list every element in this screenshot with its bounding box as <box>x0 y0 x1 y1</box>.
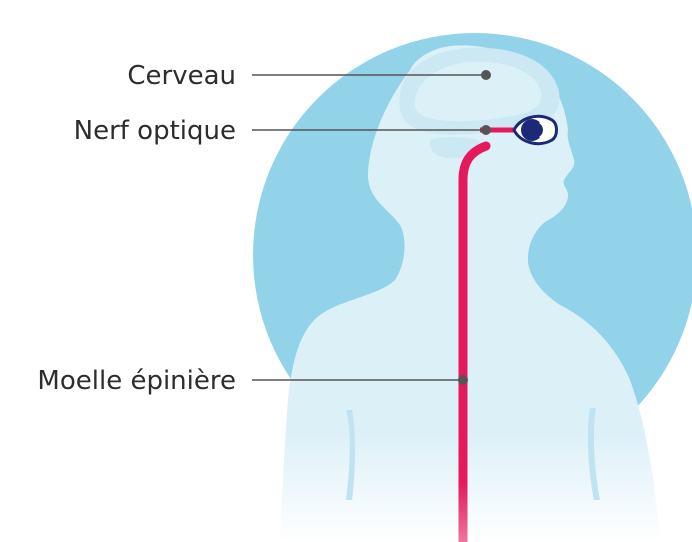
brain-label: Cerveau <box>127 63 236 89</box>
eye-icon <box>514 116 557 143</box>
optic-nerve-label: Nerf optique <box>74 118 236 144</box>
spinal-cord-label: Moelle épinière <box>37 368 236 394</box>
